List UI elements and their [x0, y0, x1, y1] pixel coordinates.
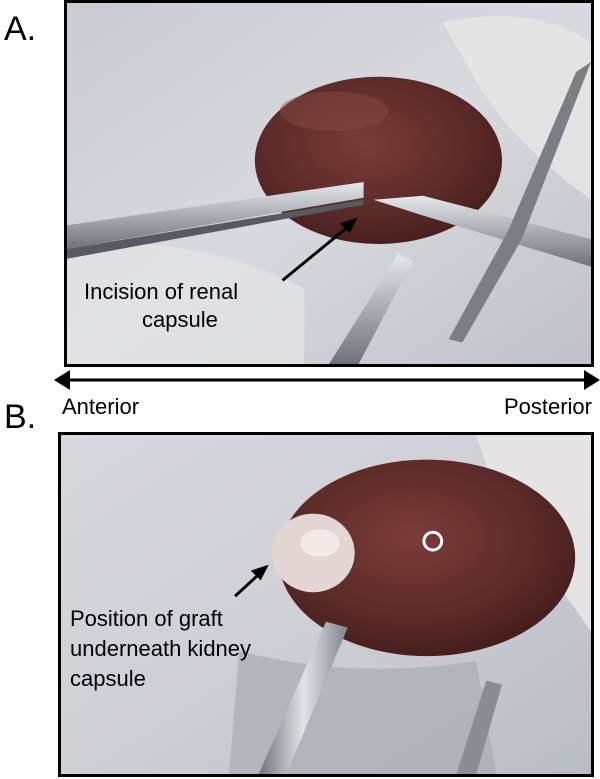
retractor-right-shape — [448, 62, 591, 343]
anterior-label: Anterior — [62, 394, 140, 419]
needle-shape — [373, 195, 591, 267]
kidney-shape — [278, 459, 576, 657]
panel-a-letter: A. — [4, 10, 37, 48]
caption-arrow-b — [234, 571, 262, 598]
caption-line: Position of graft — [70, 606, 223, 631]
retractor-bottom-shape — [329, 253, 414, 364]
caption-line: capsule — [70, 666, 146, 691]
surgery-image-b — [61, 435, 591, 774]
panel-b-letter: B. — [4, 398, 37, 436]
retractor-shape — [258, 621, 348, 774]
caption-line: Incision of renal — [84, 279, 239, 304]
panel-b-photo — [58, 432, 594, 777]
panel-b-caption: Position of graft underneath kidney caps… — [70, 604, 251, 694]
posterior-label: Posterior — [503, 394, 592, 419]
forceps-shape — [67, 182, 364, 249]
anterior-posterior-arrow — [54, 370, 600, 390]
panel-a-photo — [64, 0, 594, 367]
caption-arrow-a — [281, 224, 351, 282]
panel-a-caption: Incision of renal capsule — [84, 278, 238, 333]
caption-line: capsule — [142, 306, 218, 332]
surgery-image-a — [67, 3, 591, 364]
caption-line: underneath kidney — [70, 636, 252, 661]
